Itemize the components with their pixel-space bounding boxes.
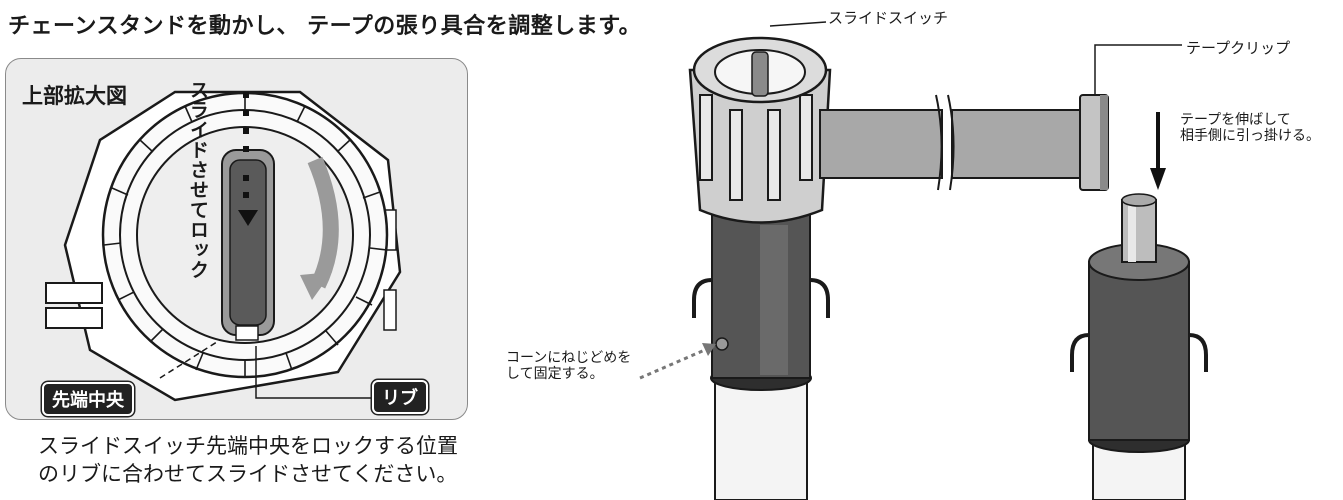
caption-line-1: スライドスイッチ先端中央をロックする位置 xyxy=(38,434,458,458)
tape-callout-line-1: テープを伸ばして xyxy=(1180,112,1291,128)
slide-lock-label: スライドさせてロック xyxy=(187,80,209,280)
instruction-heading: チェーンスタンドを動かし、 テープの張り具合を調整します。 xyxy=(8,14,642,39)
tape-down-arrow xyxy=(1150,112,1166,190)
inset-title: 上部拡大図 xyxy=(22,84,127,108)
cone-screw-callout: コーンにねじどめを して固定する。 xyxy=(506,350,631,382)
tape-callout-line-2: 相手側に引っ掛ける。 xyxy=(1180,128,1320,144)
slide-switch-callout: スライドスイッチ xyxy=(828,9,949,27)
rib-tag: リブ xyxy=(372,380,428,414)
tape-stretch-callout: テープを伸ばして 相手側に引っ掛ける。 xyxy=(1180,112,1320,144)
right-stanchion xyxy=(1070,193,1208,500)
cone-callout-line-2: して固定する。 xyxy=(506,366,604,382)
cone-callout-line-1: コーンにねじどめを xyxy=(506,350,632,366)
left-stanchion xyxy=(688,36,1083,500)
tape-clip-illustration xyxy=(1079,94,1109,191)
tip-center-tag: 先端中央 xyxy=(42,382,134,416)
tape-clip-callout: テープクリップ xyxy=(1186,39,1291,57)
inset-caption: スライドスイッチ先端中央をロックする位置 のリブに合わせてスライドさせてください… xyxy=(38,432,458,488)
top-view-illustration xyxy=(45,90,402,402)
caption-line-2: のリブに合わせてスライドさせてください。 xyxy=(38,462,458,486)
